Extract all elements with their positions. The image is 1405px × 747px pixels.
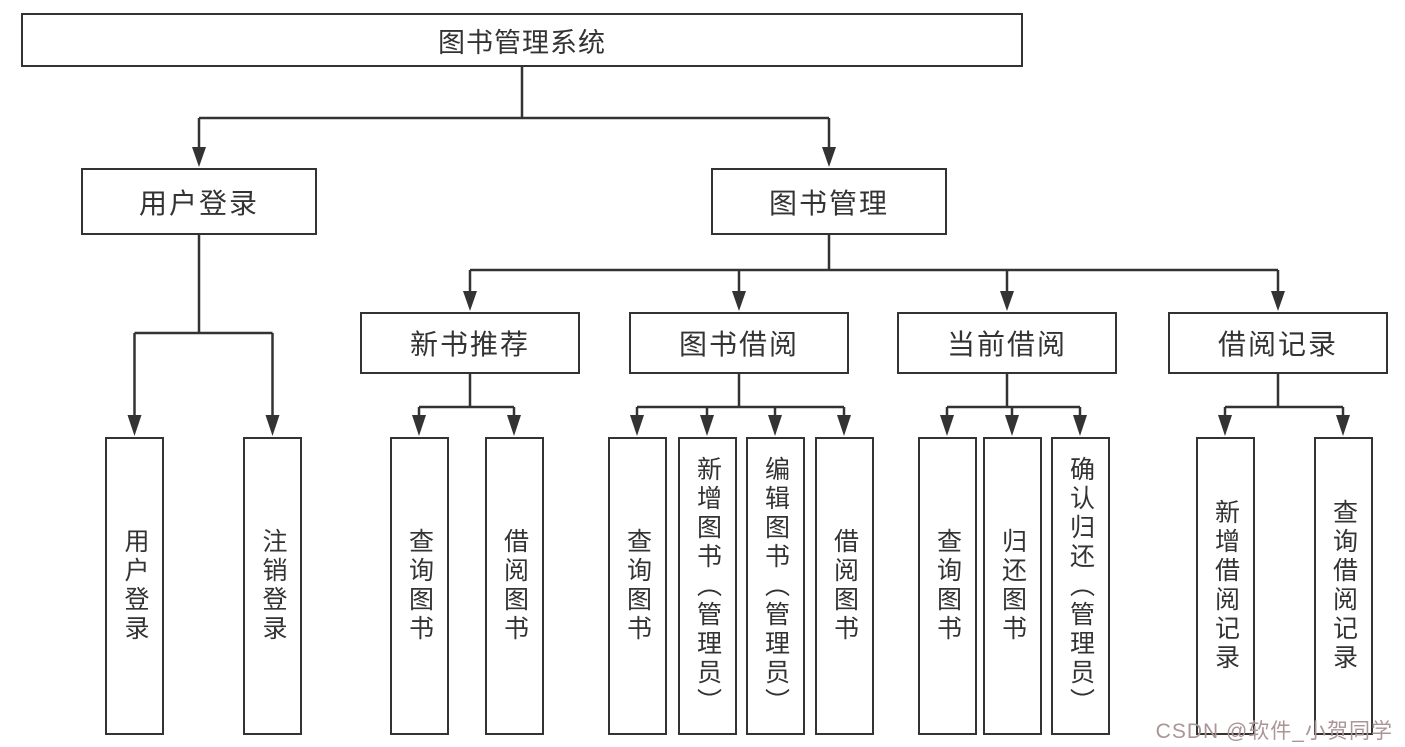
node-label: 用户登录 (138, 187, 259, 219)
leaf-add-borrow-record: 新增借阅记录 (1195, 437, 1255, 735)
node-label: 图书借阅 (678, 329, 799, 360)
leaf-query-books-borrowing: 查询图书 (607, 437, 667, 735)
arrow-down-icon (412, 415, 426, 436)
arrow-down-icon (127, 415, 142, 436)
node-label: 当前借阅 (946, 329, 1067, 360)
node-label: 新增借阅记录 (1211, 499, 1240, 673)
node-label: 注销登录 (259, 528, 287, 644)
node-label: 查询借阅记录 (1329, 499, 1358, 673)
node-label: 新书推荐 (409, 329, 530, 360)
arrow-down-icon (822, 147, 836, 167)
node-book-management: 图书管理 (711, 168, 947, 235)
leaf-borrow-books: 借阅图书 (814, 437, 874, 735)
node-label: 编辑图书（管理员） (761, 455, 790, 717)
edge-newbook-to-leaves (417, 374, 516, 417)
edge-userlogin-to-leaves (133, 235, 274, 417)
node-label: 借阅记录 (1217, 329, 1338, 360)
node-label: 查询图书 (623, 528, 652, 644)
edge-bookmgmt-to-level3 (468, 235, 1280, 293)
node-user-login: 用户登录 (81, 168, 317, 235)
leaf-confirm-return-admin: 确认归还（管理员） (1050, 437, 1110, 735)
node-current-borrowing: 当前借阅 (897, 312, 1117, 374)
node-label: 归还图书 (998, 528, 1027, 644)
connector-edges (133, 67, 1345, 417)
node-borrowing-records: 借阅记录 (1168, 312, 1388, 374)
node-label: 确认归还（管理员） (1066, 455, 1095, 717)
arrow-down-icon (192, 147, 206, 167)
arrow-down-icon (1271, 291, 1285, 311)
node-label: 借阅图书 (500, 528, 529, 644)
arrow-down-icon (940, 415, 954, 436)
node-label: 借阅图书 (830, 528, 859, 644)
arrow-down-icon (1336, 415, 1350, 436)
leaf-edit-books-admin: 编辑图书（管理员） (745, 437, 805, 735)
node-label: 新增图书（管理员） (693, 455, 722, 717)
leaf-add-books-admin: 新增图书（管理员） (677, 437, 737, 735)
arrow-down-icon (1073, 415, 1087, 436)
node-label: 图书管理系统 (438, 27, 606, 58)
arrow-down-icon (768, 415, 782, 436)
node-book-borrowing: 图书借阅 (629, 312, 849, 374)
arrow-down-icon (732, 291, 746, 311)
edge-borrowrecord-to-leaves (1223, 374, 1345, 417)
leaf-query-borrow-record: 查询借阅记录 (1313, 437, 1373, 735)
node-label: 查询图书 (933, 528, 962, 644)
arrow-down-icon (837, 415, 851, 436)
leaf-return-books: 归还图书 (982, 437, 1042, 735)
arrow-down-icon (1218, 415, 1232, 436)
leaf-query-books-recommend: 查询图书 (389, 437, 449, 735)
node-label: 查询图书 (405, 528, 434, 644)
node-label: 用户登录 (121, 528, 149, 644)
leaf-borrow-books-recommend: 借阅图书 (484, 437, 544, 735)
node-root-system: 图书管理系统 (21, 13, 1023, 67)
arrow-down-icon (630, 415, 644, 436)
leaf-user-login: 用户登录 (105, 437, 164, 735)
csdn-watermark: CSDN @软件_小贺同学 (1155, 720, 1393, 743)
edge-bookborrow-to-leaves (635, 374, 846, 417)
node-new-book-recommend: 新书推荐 (360, 312, 580, 374)
edge-currentborrow-to-leaves (945, 374, 1082, 417)
node-label: 图书管理 (768, 187, 889, 219)
arrow-down-icon (463, 291, 477, 311)
arrow-down-icon (265, 415, 280, 436)
arrow-down-icon (700, 415, 714, 436)
edge-root-to-level2 (197, 67, 831, 149)
arrowheads (127, 147, 1350, 436)
arrow-down-icon (1005, 415, 1019, 436)
arrow-down-icon (1000, 291, 1014, 311)
leaf-logout: 注销登录 (243, 437, 302, 735)
leaf-query-books-current: 查询图书 (917, 437, 977, 735)
arrow-down-icon (507, 415, 521, 436)
